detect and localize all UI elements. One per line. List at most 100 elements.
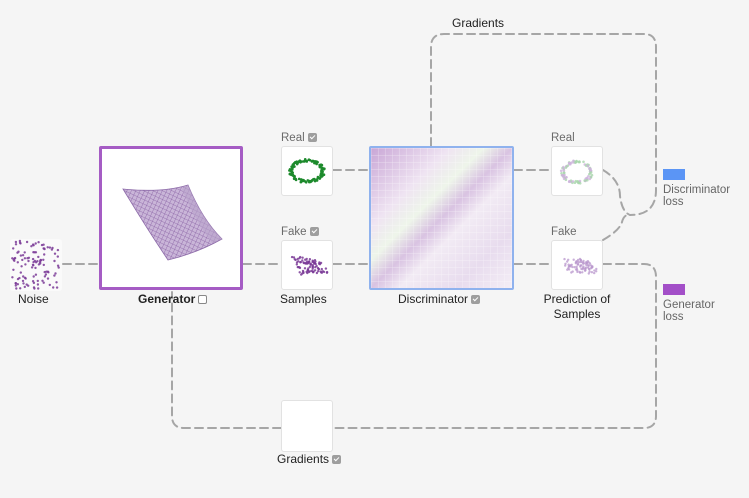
prediction-fake-point [570, 263, 573, 266]
prediction-fake-point [581, 271, 584, 274]
noise-point [36, 279, 39, 283]
prediction-real-point [589, 171, 593, 174]
noise-point [22, 275, 25, 278]
prediction-fake-point [574, 262, 578, 265]
fake-sample-point [325, 270, 329, 274]
noise-point [43, 275, 47, 278]
noise-point [34, 261, 38, 264]
prediction-real-point [566, 164, 569, 167]
prediction-fake-point [588, 268, 591, 271]
prediction-fake-node[interactable] [551, 240, 603, 290]
fake-sample-point [297, 266, 300, 269]
fake-sample-point [316, 266, 320, 270]
noise-point [57, 266, 60, 269]
noise-point [55, 286, 59, 289]
noise-point [48, 283, 51, 287]
generator-node[interactable] [99, 146, 243, 290]
generator-loss-legend: Generator loss [663, 299, 715, 323]
prediction-fake-plot [563, 257, 598, 275]
prediction-label: Prediction of Samples [534, 292, 620, 322]
prediction-fake-point [576, 262, 580, 266]
noise-point [33, 287, 36, 290]
real-sample-point [311, 178, 314, 182]
generator-checkbox[interactable] [198, 295, 208, 304]
prediction-real-node[interactable] [551, 146, 603, 196]
noise-point [23, 285, 26, 289]
noise-point [27, 259, 30, 263]
noise-point [53, 259, 56, 263]
prediction-real-point [586, 178, 589, 182]
prediction-real-point [583, 179, 586, 182]
noise-point [37, 287, 40, 290]
noise-point [14, 243, 18, 246]
noise-point [25, 240, 29, 244]
real-sample-point [306, 179, 310, 182]
real-sample-point [316, 176, 320, 180]
noise-points-plot [11, 239, 60, 290]
fake-sample-point [309, 263, 312, 266]
noise-point [11, 276, 14, 279]
fake-samples-node[interactable] [281, 240, 333, 290]
noise-point [12, 247, 15, 250]
fake-sample-point [313, 262, 317, 265]
noise-point [33, 251, 36, 254]
discriminator-node[interactable] [369, 146, 514, 290]
fake-sample-point [320, 267, 323, 271]
fake-sample-point [308, 265, 312, 269]
noise-node[interactable] [10, 239, 62, 291]
prediction-fake-label: Fake [551, 226, 577, 238]
prediction-real-point [562, 174, 565, 177]
prediction-fake-point [587, 264, 591, 267]
fake-sample-point [305, 257, 308, 261]
noise-point [37, 255, 40, 259]
discriminator-loss-line2: loss [663, 196, 684, 208]
prediction-real-point [578, 182, 582, 185]
fake-sample-point [318, 261, 321, 264]
fake-sample-point [295, 263, 298, 266]
samples-label: Samples [280, 292, 327, 306]
fake-sample-point [303, 267, 307, 270]
noise-point [23, 257, 27, 260]
prediction-fake-point [593, 269, 596, 272]
noise-point [12, 268, 15, 271]
prediction-real-point [562, 171, 566, 175]
noise-point [31, 263, 35, 266]
prediction-fake-point [571, 265, 574, 269]
fake-sample-point [301, 256, 304, 259]
noise-point [22, 282, 25, 285]
noise-point [23, 276, 27, 279]
real-samples-node[interactable] [281, 146, 333, 196]
gradients-node[interactable] [281, 400, 333, 452]
noise-point [32, 281, 36, 285]
noise-point [19, 254, 23, 257]
noise-point [40, 243, 44, 247]
prediction-fake-point [570, 271, 573, 274]
noise-point [32, 275, 35, 278]
noise-point [23, 251, 26, 254]
discriminator-checkbox[interactable] [471, 295, 481, 304]
fake-sample-point [312, 270, 315, 273]
fake-sample-point [305, 260, 309, 263]
fake-sample-point [305, 262, 309, 265]
real-samples-ring-plot [288, 158, 326, 184]
prediction-fake-point [581, 266, 585, 269]
prediction-fake-point [593, 271, 596, 275]
fake-sample-point [313, 269, 317, 272]
real-samples-checkbox[interactable] [307, 133, 317, 142]
noise-point [41, 279, 44, 282]
real-sample-point [299, 180, 303, 184]
prediction-real-point [578, 179, 582, 183]
fake-samples-label: Fake [281, 226, 307, 238]
discriminator-label-row: Discriminator [398, 292, 481, 306]
noise-point [21, 258, 24, 262]
real-sample-point [292, 177, 296, 181]
noise-point [50, 248, 54, 251]
gradients-checkbox[interactable] [332, 455, 342, 464]
real-sample-point [320, 170, 323, 173]
noise-point [21, 254, 25, 257]
real-sample-point [288, 172, 292, 176]
prediction-real-point [560, 172, 563, 175]
noise-point [14, 240, 18, 244]
fake-samples-checkbox[interactable] [309, 227, 319, 236]
fake-sample-point [317, 270, 320, 273]
